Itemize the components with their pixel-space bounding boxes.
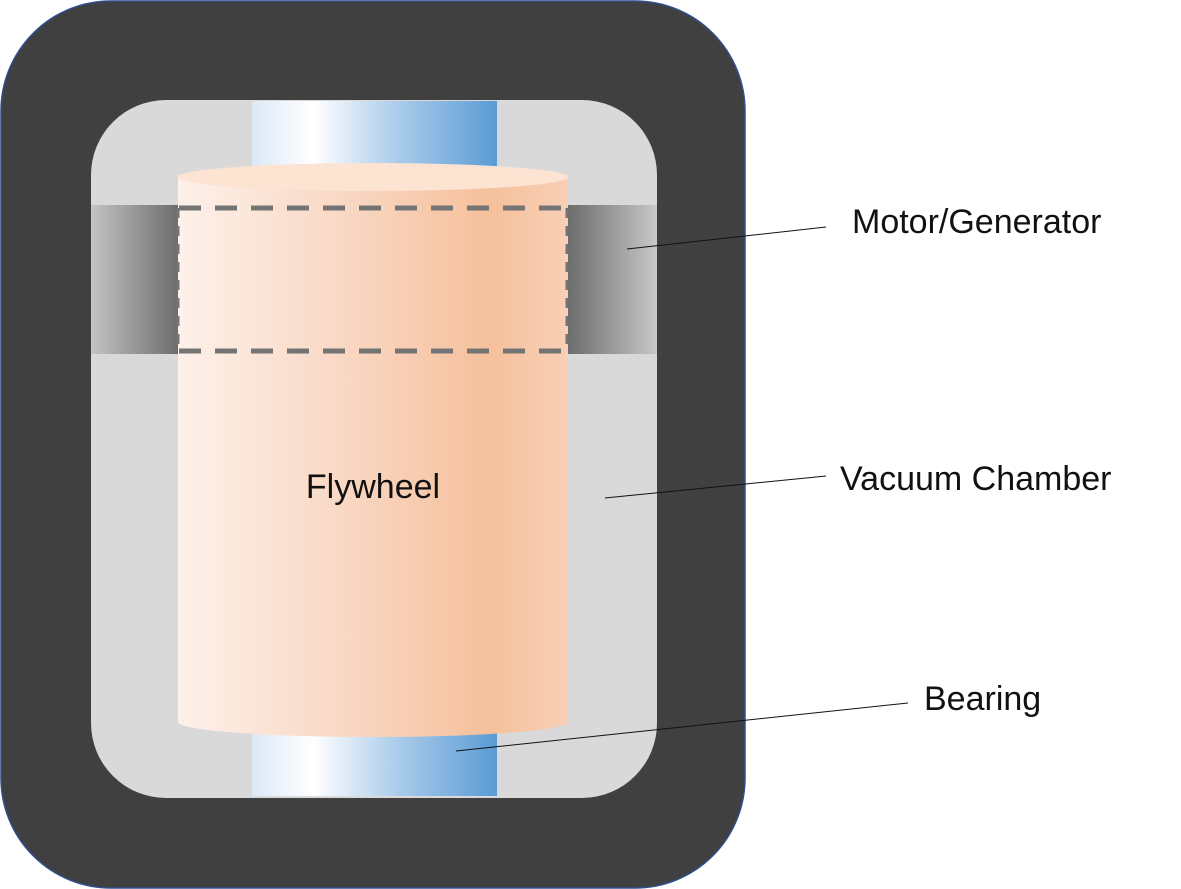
motor-stator-left [91, 205, 179, 354]
bearing-leader [455, 702, 909, 752]
vacuum-chamber-leader [604, 475, 827, 499]
motor-stator-right [567, 205, 657, 354]
motor-generator-leader [626, 226, 827, 250]
bearing-label: Bearing [924, 680, 1041, 718]
flywheel-top-cap [178, 163, 568, 191]
vacuum-chamber-label: Vacuum Chamber [840, 460, 1112, 498]
motor-generator-label: Motor/Generator [852, 203, 1101, 241]
flywheel-label: Flywheel [306, 468, 440, 506]
flywheel-body [178, 175, 568, 737]
